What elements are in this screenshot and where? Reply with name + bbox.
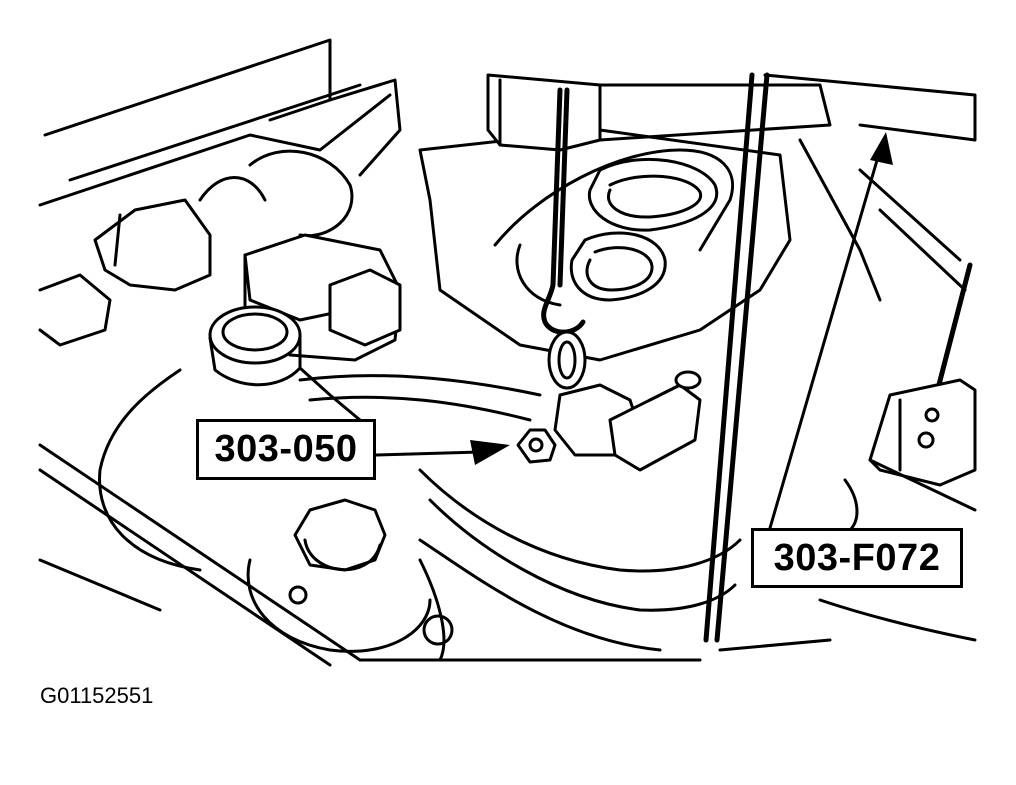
leader-arrow-303-F072 [768, 132, 893, 530]
reservoir-assembly [98, 233, 402, 572]
leader-arrow-303-050 [374, 440, 510, 465]
right-bracket [798, 138, 977, 642]
left-components [38, 149, 354, 347]
callout-tool-303-F072: 303-F072 [751, 528, 963, 588]
lifting-hook [541, 87, 587, 390]
lifting-eye-bolt [516, 370, 702, 472]
callout-tool-303-050: 303-050 [196, 419, 376, 480]
fluid-cap [246, 498, 454, 662]
intake-manifold [418, 128, 792, 362]
lower-body-lines [38, 443, 832, 667]
upper-bracket [486, 73, 977, 152]
hood-edge-lines [38, 38, 402, 207]
figure-id-label: G01152551 [40, 683, 154, 708]
support-bar [703, 72, 770, 643]
